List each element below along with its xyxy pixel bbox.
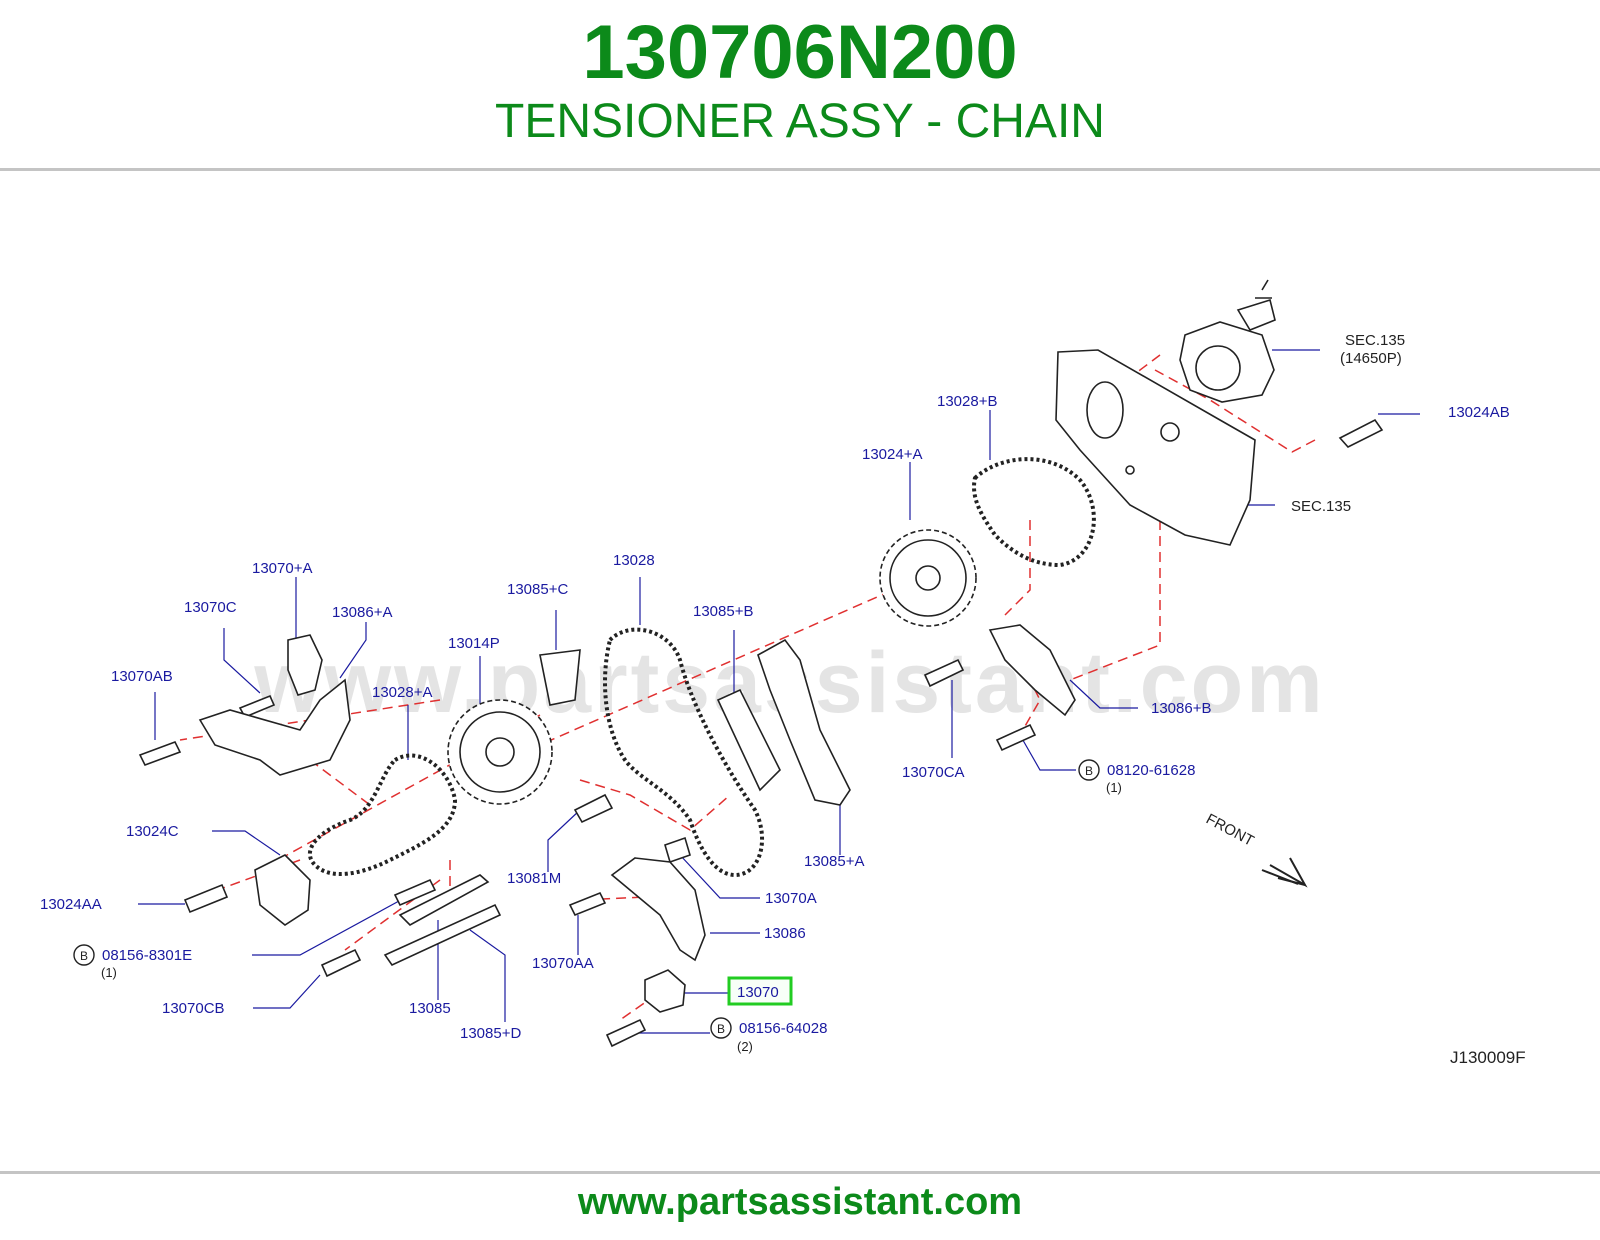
label-13024c[interactable]: 13024C xyxy=(126,823,179,840)
label-13070c[interactable]: 13070C xyxy=(184,599,237,616)
bolt-13070aa xyxy=(568,891,607,917)
label-13014p[interactable]: 13014P xyxy=(448,635,500,652)
sprocket-13014p xyxy=(447,699,553,805)
label-13070ab[interactable]: 13070AB xyxy=(111,668,173,685)
label-13086[interactable]: 13086 xyxy=(764,925,806,942)
label-13070a-top[interactable]: 13070+A xyxy=(252,560,312,577)
label-08156-64028-qty: (2) xyxy=(737,1039,753,1054)
guide-13085b xyxy=(716,688,781,792)
chain-13028a xyxy=(308,753,458,877)
bolt-13070ca xyxy=(923,658,965,688)
parts-diagram: www.partsassistant.com xyxy=(40,279,1526,1067)
label-13028[interactable]: 13028 xyxy=(613,552,655,569)
bolt-08156-8301e xyxy=(393,878,437,907)
bolt-08120 xyxy=(995,723,1037,752)
label-13085c[interactable]: 13085+C xyxy=(507,581,568,598)
label-13024a[interactable]: 13024+A xyxy=(862,446,922,463)
front-label: FRONT xyxy=(1203,811,1257,850)
bolt-08156-64028 xyxy=(605,1018,647,1048)
pin-13081m xyxy=(573,793,614,824)
bolt-13024aa xyxy=(183,883,229,914)
part-number: 130706N200 xyxy=(582,10,1018,95)
header-divider xyxy=(0,168,1600,171)
arm-13086 xyxy=(610,857,706,962)
label-13085b[interactable]: 13085+B xyxy=(693,603,753,620)
b-mark-08156-8301e: B xyxy=(80,949,88,963)
label-13070aa[interactable]: 13070AA xyxy=(532,955,594,972)
label-08156-64028[interactable]: 08156-64028 xyxy=(739,1020,827,1037)
front-cover xyxy=(1055,349,1256,546)
label-13028b[interactable]: 13028+B xyxy=(937,393,997,410)
label-sec135-pump-ref: (14650P) xyxy=(1340,350,1402,367)
label-13086a[interactable]: 13086+A xyxy=(332,604,392,621)
label-13024ab[interactable]: 13024AB xyxy=(1448,404,1510,421)
label-13085[interactable]: 13085 xyxy=(409,1000,451,1017)
header: 130706N200 TENSIONER ASSY - CHAIN xyxy=(0,0,1600,168)
label-08120-61628[interactable]: 08120-61628 xyxy=(1107,762,1195,779)
parts-graphics xyxy=(138,279,1384,1048)
front-indicator: FRONT xyxy=(1203,811,1308,888)
label-08156-8301e-qty: (1) xyxy=(101,965,117,980)
highlight-box xyxy=(727,976,793,1006)
arm-13086a xyxy=(198,678,351,776)
label-13070ca[interactable]: 13070CA xyxy=(902,764,965,781)
diagram-code: J130009F xyxy=(1450,1048,1526,1067)
vacuum-pump xyxy=(1179,279,1276,403)
guide-13085 xyxy=(398,874,490,926)
bolt-13070cb xyxy=(320,948,362,978)
label-08120-qty: (1) xyxy=(1106,780,1122,795)
tensioner-13070a-top xyxy=(287,634,323,696)
sprocket-13024a xyxy=(879,529,977,627)
label-13070cb[interactable]: 13070CB xyxy=(162,1000,225,1017)
bolt-13024ab xyxy=(1338,418,1384,448)
label-13085d[interactable]: 13085+D xyxy=(460,1025,521,1042)
label-13086b[interactable]: 13086+B xyxy=(1151,700,1211,717)
label-sec135[interactable]: SEC.135 xyxy=(1291,498,1351,515)
footer-url[interactable]: www.partsassistant.com xyxy=(577,1181,1023,1223)
part-name: TENSIONER ASSY - CHAIN xyxy=(495,95,1105,148)
chain-13028b xyxy=(972,457,1096,568)
label-13070a[interactable]: 13070A xyxy=(765,890,817,907)
guide-13085a xyxy=(757,638,851,806)
tensioner-arm-13086b xyxy=(988,624,1076,717)
label-13070[interactable]: 13070 xyxy=(737,984,779,1001)
b-mark-08120: B xyxy=(1085,764,1093,778)
label-13081m[interactable]: 13081M xyxy=(507,870,561,887)
b-markers xyxy=(73,759,1100,1039)
label-13085a[interactable]: 13085+A xyxy=(804,853,864,870)
bolt-13070a xyxy=(664,836,691,864)
guide-13085d xyxy=(383,903,502,967)
label-13028a[interactable]: 13028+A xyxy=(372,684,432,701)
chain-13028 xyxy=(603,627,765,878)
guide-13085c xyxy=(539,649,581,706)
tensioner-13070 xyxy=(644,969,686,1013)
label-08156-8301e[interactable]: 08156-8301E xyxy=(102,947,192,964)
bolt-13070ab xyxy=(138,741,182,766)
b-mark-08156-64028: B xyxy=(717,1022,725,1036)
footer-divider xyxy=(0,1171,1600,1174)
gasket-13024c xyxy=(254,854,311,926)
label-sec135-pump[interactable]: SEC.135 xyxy=(1345,332,1405,349)
leader-lines xyxy=(138,349,1420,1034)
label-13024aa[interactable]: 13024AA xyxy=(40,896,102,913)
